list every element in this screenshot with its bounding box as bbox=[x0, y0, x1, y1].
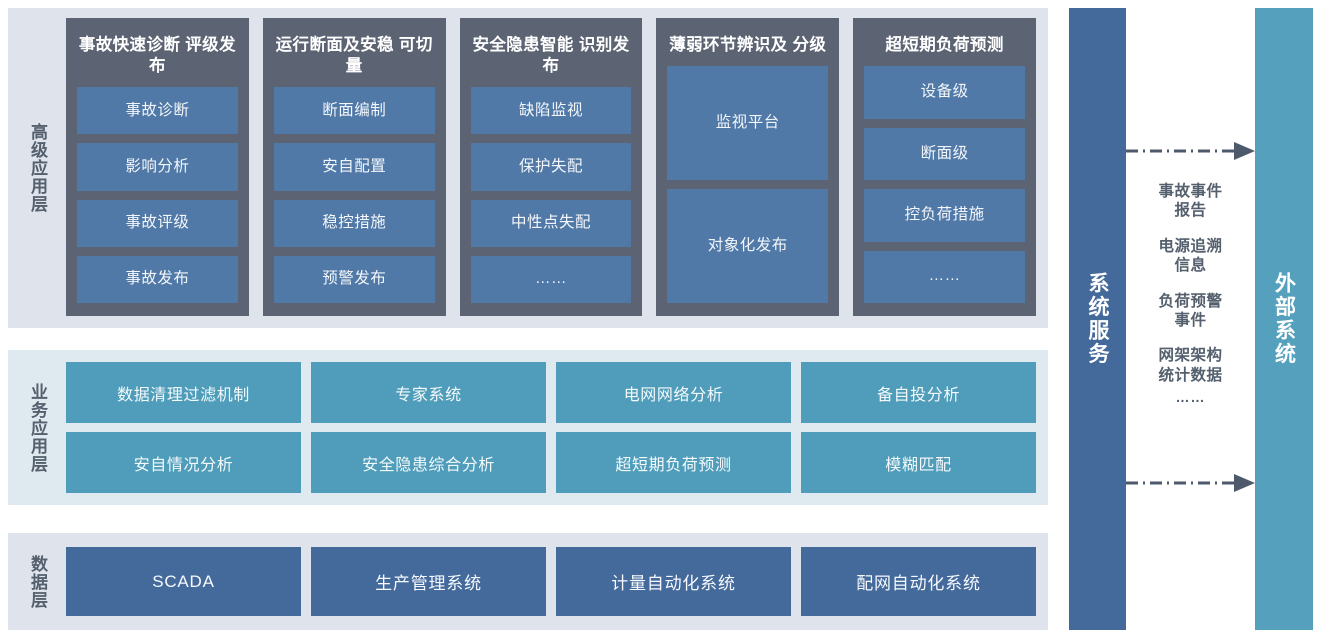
exchange-label-list: 事故事件 报告 电源追溯 信息 负荷预警 事件 网架架构 统计数据 …… bbox=[1126, 176, 1255, 472]
advanced-item[interactable]: 对象化发布 bbox=[667, 189, 829, 304]
column-title: 薄弱环节辨识及 分级 bbox=[669, 36, 827, 54]
external-system-bar: 外部系统 bbox=[1255, 8, 1313, 630]
advanced-column-hazard-identification: 安全隐患智能 识别发布 缺陷监视 保护失配 中性点失配 …… bbox=[459, 18, 643, 316]
advanced-item-ellipsis[interactable]: …… bbox=[864, 250, 1025, 303]
system-service-label: 系统服务 bbox=[1086, 272, 1110, 366]
column-items: 监视平台 对象化发布 bbox=[667, 66, 829, 304]
column-items: 事故诊断 影响分析 事故评级 事故发布 bbox=[77, 87, 238, 304]
business-item[interactable]: 模糊匹配 bbox=[801, 432, 1036, 493]
business-row: 安自情况分析 安全隐患综合分析 超短期负荷预测 模糊匹配 bbox=[66, 432, 1036, 493]
advanced-item[interactable]: 保护失配 bbox=[470, 143, 632, 191]
business-application-layer-panel: 业务应用层 数据清理过滤机制 专家系统 电网网络分析 备自投分析 安自情况分析 … bbox=[8, 350, 1048, 505]
advanced-column-accident-diagnosis: 事故快速诊断 评级发布 事故诊断 影响分析 事故评级 事故发布 bbox=[66, 18, 249, 316]
business-item[interactable]: 备自投分析 bbox=[801, 362, 1036, 423]
advanced-item[interactable]: 影响分析 bbox=[77, 143, 238, 191]
arrow-right-icon-top bbox=[1126, 142, 1255, 160]
advanced-column-section-stability: 运行断面及安稳 可切量 断面编制 安自配置 稳控措施 预警发布 bbox=[262, 18, 446, 316]
data-source-item[interactable]: 配网自动化系统 bbox=[801, 547, 1036, 616]
exchange-label: 电源追溯 信息 bbox=[1158, 237, 1223, 275]
data-layer-label: 数据层 bbox=[28, 554, 48, 609]
column-title: 运行断面及安稳 可切量 bbox=[275, 36, 433, 76]
advanced-item[interactable]: 缺陷监视 bbox=[470, 87, 632, 135]
advanced-item[interactable]: 事故诊断 bbox=[77, 87, 238, 135]
advanced-item[interactable]: 断面级 bbox=[864, 127, 1025, 181]
exchange-label: 事故事件 报告 bbox=[1158, 183, 1223, 220]
arrow-right-icon-bottom bbox=[1126, 474, 1255, 492]
system-service-bar: 系统服务 bbox=[1069, 8, 1126, 630]
advanced-item[interactable]: 中性点失配 bbox=[470, 199, 632, 247]
data-source-item[interactable]: 生产管理系统 bbox=[311, 547, 546, 616]
business-item[interactable]: 专家系统 bbox=[311, 362, 546, 423]
business-row: 数据清理过滤机制 专家系统 电网网络分析 备自投分析 bbox=[66, 362, 1036, 423]
advanced-item[interactable]: 设备级 bbox=[864, 66, 1025, 119]
advanced-column-load-forecast: 超短期负荷预测 设备级 断面级 控负荷措施 …… bbox=[853, 18, 1036, 316]
advanced-item[interactable]: 控负荷措施 bbox=[864, 189, 1025, 242]
business-item[interactable]: 安全隐患综合分析 bbox=[311, 432, 546, 493]
exchange-label-ellipsis: …… bbox=[1175, 389, 1206, 405]
advanced-item[interactable]: 稳控措施 bbox=[273, 199, 435, 247]
advanced-item-ellipsis[interactable]: …… bbox=[470, 255, 632, 304]
advanced-application-layer-panel: 高级应用层 事故快速诊断 评级发布 事故诊断 影响分析 事故评级 事故发布 运行… bbox=[8, 8, 1048, 328]
business-item[interactable]: 数据清理过滤机制 bbox=[66, 362, 301, 423]
advanced-item[interactable]: 监视平台 bbox=[667, 66, 829, 181]
column-items: 设备级 断面级 控负荷措施 …… bbox=[864, 66, 1025, 303]
business-layer-body: 数据清理过滤机制 专家系统 电网网络分析 备自投分析 安自情况分析 安全隐患综合… bbox=[66, 350, 1048, 505]
advanced-item[interactable]: 预警发布 bbox=[273, 255, 435, 304]
column-title: 事故快速诊断 评级发布 bbox=[78, 36, 236, 76]
advanced-item[interactable]: 安自配置 bbox=[273, 143, 435, 191]
business-layer-label: 业务应用层 bbox=[28, 382, 48, 473]
advanced-item[interactable]: 断面编制 bbox=[273, 87, 435, 135]
data-layer-body: SCADA 生产管理系统 计量自动化系统 配网自动化系统 bbox=[66, 533, 1048, 630]
column-items: 缺陷监视 保护失配 中性点失配 …… bbox=[470, 87, 632, 304]
column-items: 断面编制 安自配置 稳控措施 预警发布 bbox=[273, 87, 435, 304]
data-layer-panel: 数据层 SCADA 生产管理系统 计量自动化系统 配网自动化系统 bbox=[8, 533, 1048, 630]
exchange-label: 网架架构 统计数据 bbox=[1158, 347, 1223, 384]
business-item[interactable]: 电网网络分析 bbox=[556, 362, 791, 423]
advanced-item[interactable]: 事故发布 bbox=[77, 255, 238, 304]
business-item[interactable]: 安自情况分析 bbox=[66, 432, 301, 493]
advanced-item[interactable]: 事故评级 bbox=[77, 199, 238, 247]
external-system-label: 外部系统 bbox=[1272, 272, 1296, 366]
data-source-item[interactable]: SCADA bbox=[66, 547, 301, 616]
business-item[interactable]: 超短期负荷预测 bbox=[556, 432, 791, 493]
column-title: 超短期负荷预测 bbox=[885, 36, 1004, 54]
advanced-layer-label: 高级应用层 bbox=[28, 123, 48, 213]
advanced-column-weak-link: 薄弱环节辨识及 分级 监视平台 对象化发布 bbox=[656, 18, 840, 316]
exchange-label: 负荷预警 事件 bbox=[1158, 292, 1223, 329]
column-title: 安全隐患智能 识别发布 bbox=[472, 36, 630, 76]
data-source-item[interactable]: 计量自动化系统 bbox=[556, 547, 791, 616]
advanced-layer-body: 事故快速诊断 评级发布 事故诊断 影响分析 事故评级 事故发布 运行断面及安稳 … bbox=[66, 8, 1048, 328]
